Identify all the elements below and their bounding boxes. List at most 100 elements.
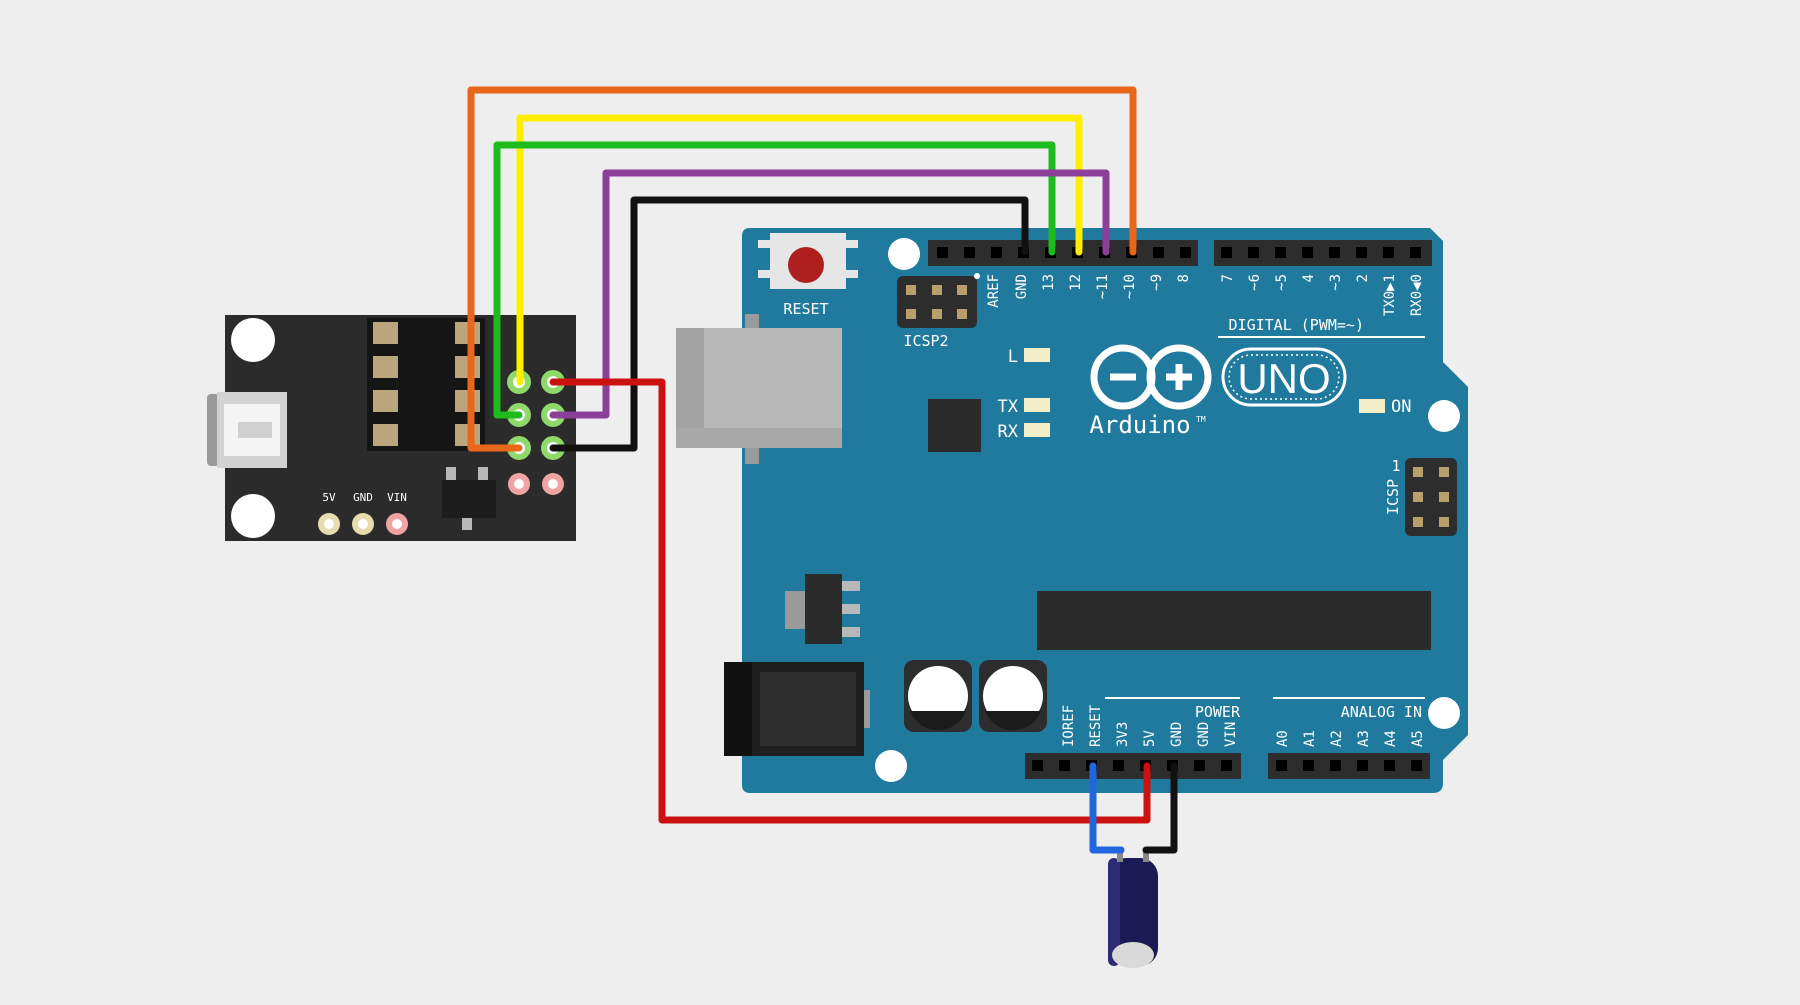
pin-label-tx1: TX0▶1 [1382, 274, 1398, 316]
led-on-label: ON [1391, 397, 1411, 417]
mounting-hole [231, 318, 275, 362]
mounting-hole [888, 238, 920, 270]
pin-label-6: ~6 [1247, 274, 1263, 291]
wire-yellow-d12 [516, 114, 1083, 386]
icsp-label: ICSP [1384, 479, 1402, 515]
led-rx-label: RX [998, 422, 1019, 442]
arduino-uno-board: RESET ICSP2 AREF GND 13 12 ~11 ~10 ~9 8 [676, 228, 1468, 793]
pin-label-gnd-1: GND [1169, 722, 1185, 747]
wire-orange-d10 [467, 86, 1137, 452]
digital-header-right [1214, 240, 1432, 266]
pin-label-vin: VIN [1223, 722, 1239, 747]
header-socket [1180, 247, 1191, 258]
pin-label-4: 4 [1301, 274, 1317, 282]
led-l-label: L [1008, 347, 1018, 367]
prog-pad-hole [514, 479, 524, 489]
wire-blue-reset [1089, 762, 1125, 854]
prog-5v-pad-hole [324, 519, 334, 529]
board-capacitor [904, 660, 972, 732]
usb-b-connector-icon [676, 314, 842, 464]
header-socket [1303, 760, 1314, 771]
arduino-logo-icon [1090, 344, 1212, 410]
digital-sockets-right [1221, 247, 1421, 258]
pin-label-3v3: 3V3 [1115, 722, 1131, 747]
micro-usb-connector-icon [207, 392, 287, 468]
power-label: POWER [1195, 703, 1241, 721]
header-socket [1276, 760, 1287, 771]
pin-label-7: 7 [1220, 274, 1236, 282]
header-socket [1032, 760, 1043, 771]
prog-gnd-label: GND [353, 491, 373, 504]
pin-label-a3: A3 [1356, 730, 1372, 747]
icsp2-label: ICSP2 [903, 332, 948, 350]
mounting-hole [1428, 697, 1460, 729]
pin-label-2: 2 [1355, 274, 1371, 282]
prog-vin-label: VIN [387, 491, 407, 504]
icsp-pin1-label: 1 [1391, 457, 1400, 475]
pin-label-13: 13 [1041, 274, 1057, 291]
brand-trademark: TM [1196, 415, 1206, 424]
voltage-regulator [785, 574, 860, 644]
led-rx: RX [998, 422, 1050, 442]
pin-label-a4: A4 [1383, 730, 1399, 747]
prog-5v-label: 5V [322, 491, 336, 504]
prog-vin-pad-hole [392, 519, 402, 529]
icsp2-header [897, 276, 977, 328]
header-socket [1356, 247, 1367, 258]
pin-label-5v: 5V [1142, 730, 1158, 747]
header-socket [937, 247, 948, 258]
pin-label-a0: A0 [1275, 730, 1291, 747]
pin-label-a2: A2 [1329, 730, 1345, 747]
wire-black-cap-gnd [1142, 762, 1178, 854]
led-on: ON [1359, 397, 1411, 417]
header-socket [1329, 247, 1340, 258]
wires [467, 86, 1178, 854]
header-socket [991, 247, 1002, 258]
header-socket [1221, 247, 1232, 258]
wire-black-gnd [549, 196, 1029, 452]
pin-label-10: ~10 [1122, 274, 1138, 299]
header-socket [964, 247, 975, 258]
pin-label-a1: A1 [1302, 730, 1318, 747]
pin-label-rx0: RX0◀0 [1409, 274, 1425, 316]
reset-button[interactable] [758, 233, 858, 289]
atmega-chip [1037, 591, 1431, 650]
pin-label-aref: AREF [986, 274, 1002, 308]
header-socket [1059, 760, 1070, 771]
header-socket [1302, 247, 1313, 258]
programmer-regulator [442, 467, 496, 530]
uno-logo-text: UNO [1237, 355, 1330, 402]
header-socket [1384, 760, 1395, 771]
pin-label-3: ~3 [1328, 274, 1344, 291]
header-socket [1221, 760, 1232, 771]
mounting-hole [875, 750, 907, 782]
pin-label-8: 8 [1176, 274, 1192, 282]
prog-gnd-pad-hole [358, 519, 368, 529]
pin1-marker-dot [974, 273, 980, 279]
analog-sockets [1276, 760, 1422, 771]
header-socket [1330, 760, 1341, 771]
reset-label: RESET [783, 300, 828, 318]
pin-label-5: ~5 [1274, 274, 1290, 291]
power-pin-labels: IOREF RESET 3V3 5V GND GND VIN [1061, 704, 1239, 747]
wire-purple-d11 [549, 169, 1110, 419]
uno-pcb [742, 228, 1468, 793]
pin-label-gnd: GND [1014, 274, 1030, 299]
pin-label-9: ~9 [1149, 274, 1165, 291]
digital-pin-labels-left: AREF GND 13 12 ~11 ~10 ~9 8 [986, 274, 1192, 308]
dip-socket [367, 318, 485, 451]
pin-label-12: 12 [1068, 274, 1084, 291]
reset-capacitor [1108, 848, 1158, 968]
header-socket [1153, 247, 1164, 258]
pin-label-reset: RESET [1088, 704, 1104, 747]
power-header [1025, 753, 1241, 779]
wire-green-d13 [493, 141, 1056, 419]
led-tx-label: TX [998, 397, 1019, 417]
header-socket [1113, 760, 1124, 771]
header-socket [1383, 247, 1394, 258]
digital-pin-labels-right: 7 ~6 ~5 4 ~3 2 TX0▶1 RX0◀0 [1220, 274, 1425, 316]
analog-label: ANALOG IN [1341, 703, 1422, 721]
icsp-header [1405, 458, 1457, 536]
